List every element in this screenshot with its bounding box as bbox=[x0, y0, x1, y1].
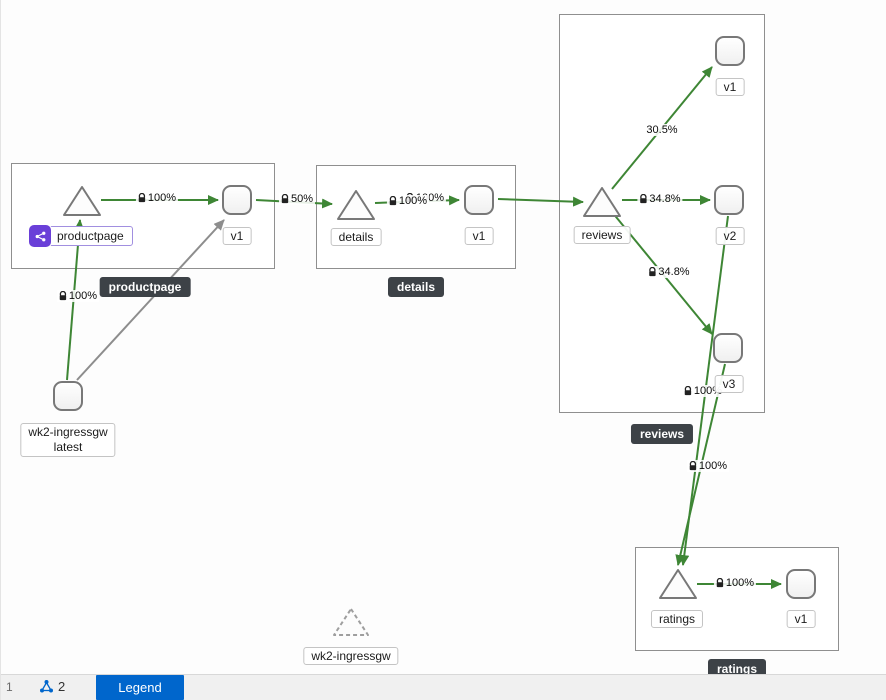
node-label-reviews-v1: v1 bbox=[715, 78, 745, 96]
legend-button[interactable]: Legend bbox=[96, 675, 184, 700]
edge-label-reviews-v2: 34.8% bbox=[637, 193, 683, 205]
group-box-productpage[interactable] bbox=[11, 163, 275, 269]
group-label-details[interactable]: details bbox=[387, 277, 445, 297]
node-label-reviews: reviews bbox=[573, 226, 631, 244]
applications-count-value: 2 bbox=[58, 679, 66, 694]
edge-traffic-pct: 100% bbox=[398, 195, 428, 207]
node-ingressgw-idle-service[interactable] bbox=[331, 605, 371, 639]
node-label-reviews-v3: v3 bbox=[714, 375, 744, 393]
mtls-lock-icon bbox=[684, 386, 692, 396]
mtls-lock-icon bbox=[59, 291, 67, 301]
mtls-lock-icon bbox=[648, 267, 656, 277]
node-label-details-v1: v1 bbox=[464, 227, 494, 245]
mtls-lock-icon bbox=[138, 193, 146, 203]
edge-traffic-pct: 100% bbox=[725, 577, 755, 589]
edge-idle-ingress-to-productpage-v1[interactable] bbox=[76, 219, 225, 381]
node-label-productpage-v1: v1 bbox=[222, 227, 252, 245]
edge-label-v1-details: 50% bbox=[278, 193, 316, 205]
mtls-lock-icon bbox=[281, 194, 289, 204]
node-label-productpage[interactable]: productpage bbox=[29, 225, 133, 247]
triangle-icon bbox=[333, 608, 369, 636]
node-ratings-service[interactable] bbox=[657, 566, 699, 602]
node-label-details: details bbox=[330, 228, 382, 246]
workload-name: wk2-ingressgw bbox=[28, 425, 108, 439]
node-ingressgw-workload[interactable] bbox=[53, 381, 83, 411]
triangle-icon bbox=[63, 186, 101, 216]
edge-label-details-v1: 100% bbox=[386, 195, 430, 207]
node-label-ingressgw-idle: wk2-ingressgw bbox=[303, 647, 399, 665]
node-reviews-v2[interactable] bbox=[714, 185, 744, 215]
node-details-v1[interactable] bbox=[464, 185, 494, 215]
triangle-icon bbox=[659, 569, 697, 599]
node-ratings-v1[interactable] bbox=[786, 569, 816, 599]
node-label-reviews-v2: v2 bbox=[715, 227, 745, 245]
edge-productpage-to-reviews[interactable] bbox=[497, 196, 584, 207]
node-details-service[interactable] bbox=[335, 187, 377, 223]
node-label-ratings: ratings bbox=[650, 610, 704, 628]
edge-traffic-pct: 100% bbox=[68, 290, 98, 302]
node-label-text: productpage bbox=[48, 226, 133, 246]
node-label-ingressgw-workload: wk2-ingressgw latest bbox=[20, 423, 116, 457]
group-label-reviews[interactable]: reviews bbox=[630, 424, 694, 444]
edge-traffic-pct: 34.8% bbox=[658, 266, 690, 278]
edge-label-productpage-v1: 100% bbox=[135, 192, 179, 204]
mtls-lock-icon bbox=[389, 196, 397, 206]
mtls-lock-icon bbox=[639, 194, 647, 204]
node-productpage-service[interactable] bbox=[61, 183, 103, 219]
graph-status-bar: 1 2 Legend bbox=[1, 674, 886, 700]
triangle-icon bbox=[583, 187, 621, 217]
group-label-productpage[interactable]: productpage bbox=[99, 277, 191, 297]
applications-count: 2 bbox=[39, 679, 65, 694]
node-reviews-v3[interactable] bbox=[713, 333, 743, 363]
edge-label-reviews-v1: 30.5% bbox=[644, 124, 680, 136]
edge-label-v2-ratings: 100% bbox=[686, 460, 730, 472]
node-reviews-service[interactable] bbox=[581, 184, 623, 220]
edge-traffic-pct: 30.5% bbox=[646, 124, 678, 136]
node-label-ratings-v1: v1 bbox=[786, 610, 816, 628]
edge-label-ratings-v1: 100% bbox=[713, 577, 757, 589]
edge-traffic-pct: 100% bbox=[147, 192, 177, 204]
edge-traffic-pct: 100% bbox=[698, 460, 728, 472]
edge-label-reviews-v3: 34.8% bbox=[646, 266, 692, 278]
edge-traffic-pct: 34.8% bbox=[649, 193, 681, 205]
mtls-lock-icon bbox=[689, 461, 697, 471]
workload-version: latest bbox=[53, 440, 83, 454]
applications-icon bbox=[40, 680, 53, 693]
edge-traffic-pct: 50% bbox=[290, 193, 314, 205]
page-indicator: 1 bbox=[6, 680, 13, 694]
node-reviews-v1[interactable] bbox=[715, 36, 745, 66]
triangle-icon bbox=[337, 190, 375, 220]
edge-label-ingress-productpage: 100% bbox=[56, 290, 100, 302]
versioned-app-icon bbox=[35, 231, 45, 241]
node-productpage-v1[interactable] bbox=[222, 185, 252, 215]
mtls-lock-icon bbox=[716, 578, 724, 588]
app-badge-icon bbox=[29, 225, 51, 247]
